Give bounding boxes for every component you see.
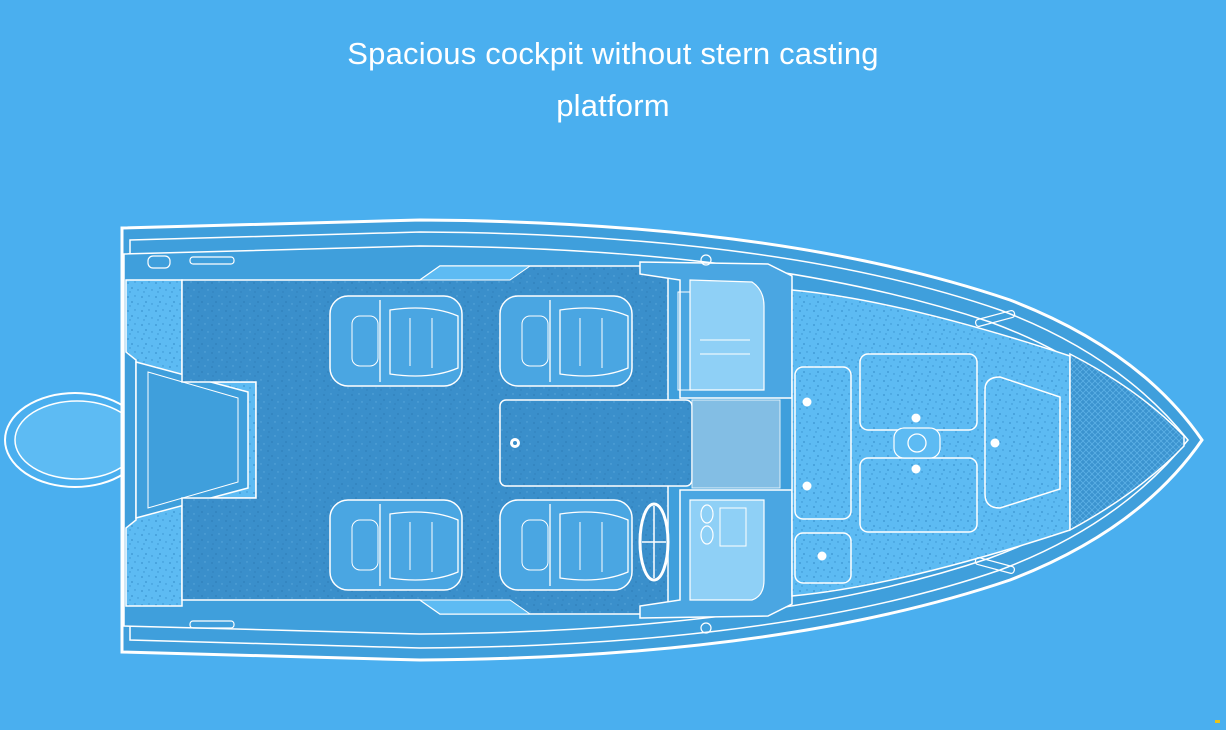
bow-hatch [794,366,852,584]
seat [499,295,633,387]
seat [499,499,633,591]
steering-wheel [638,502,670,582]
boat-illustration [4,218,1204,662]
bow-hatch [859,353,1061,533]
seat [329,295,463,387]
gunwale-line [129,231,1189,649]
storage-hatch [499,399,693,487]
console-left [639,261,793,399]
title-line-2: platform [556,88,670,123]
anchor-locker [1069,352,1185,532]
title-line-1: Spacious cockpit without stern casting [347,36,879,71]
windshield-passage [691,399,781,489]
console-right [639,489,793,619]
corner-mark [1215,720,1220,723]
page-title: Spacious cockpit without stern casting p… [0,28,1226,132]
cleat [147,254,1016,634]
seat [329,499,463,591]
